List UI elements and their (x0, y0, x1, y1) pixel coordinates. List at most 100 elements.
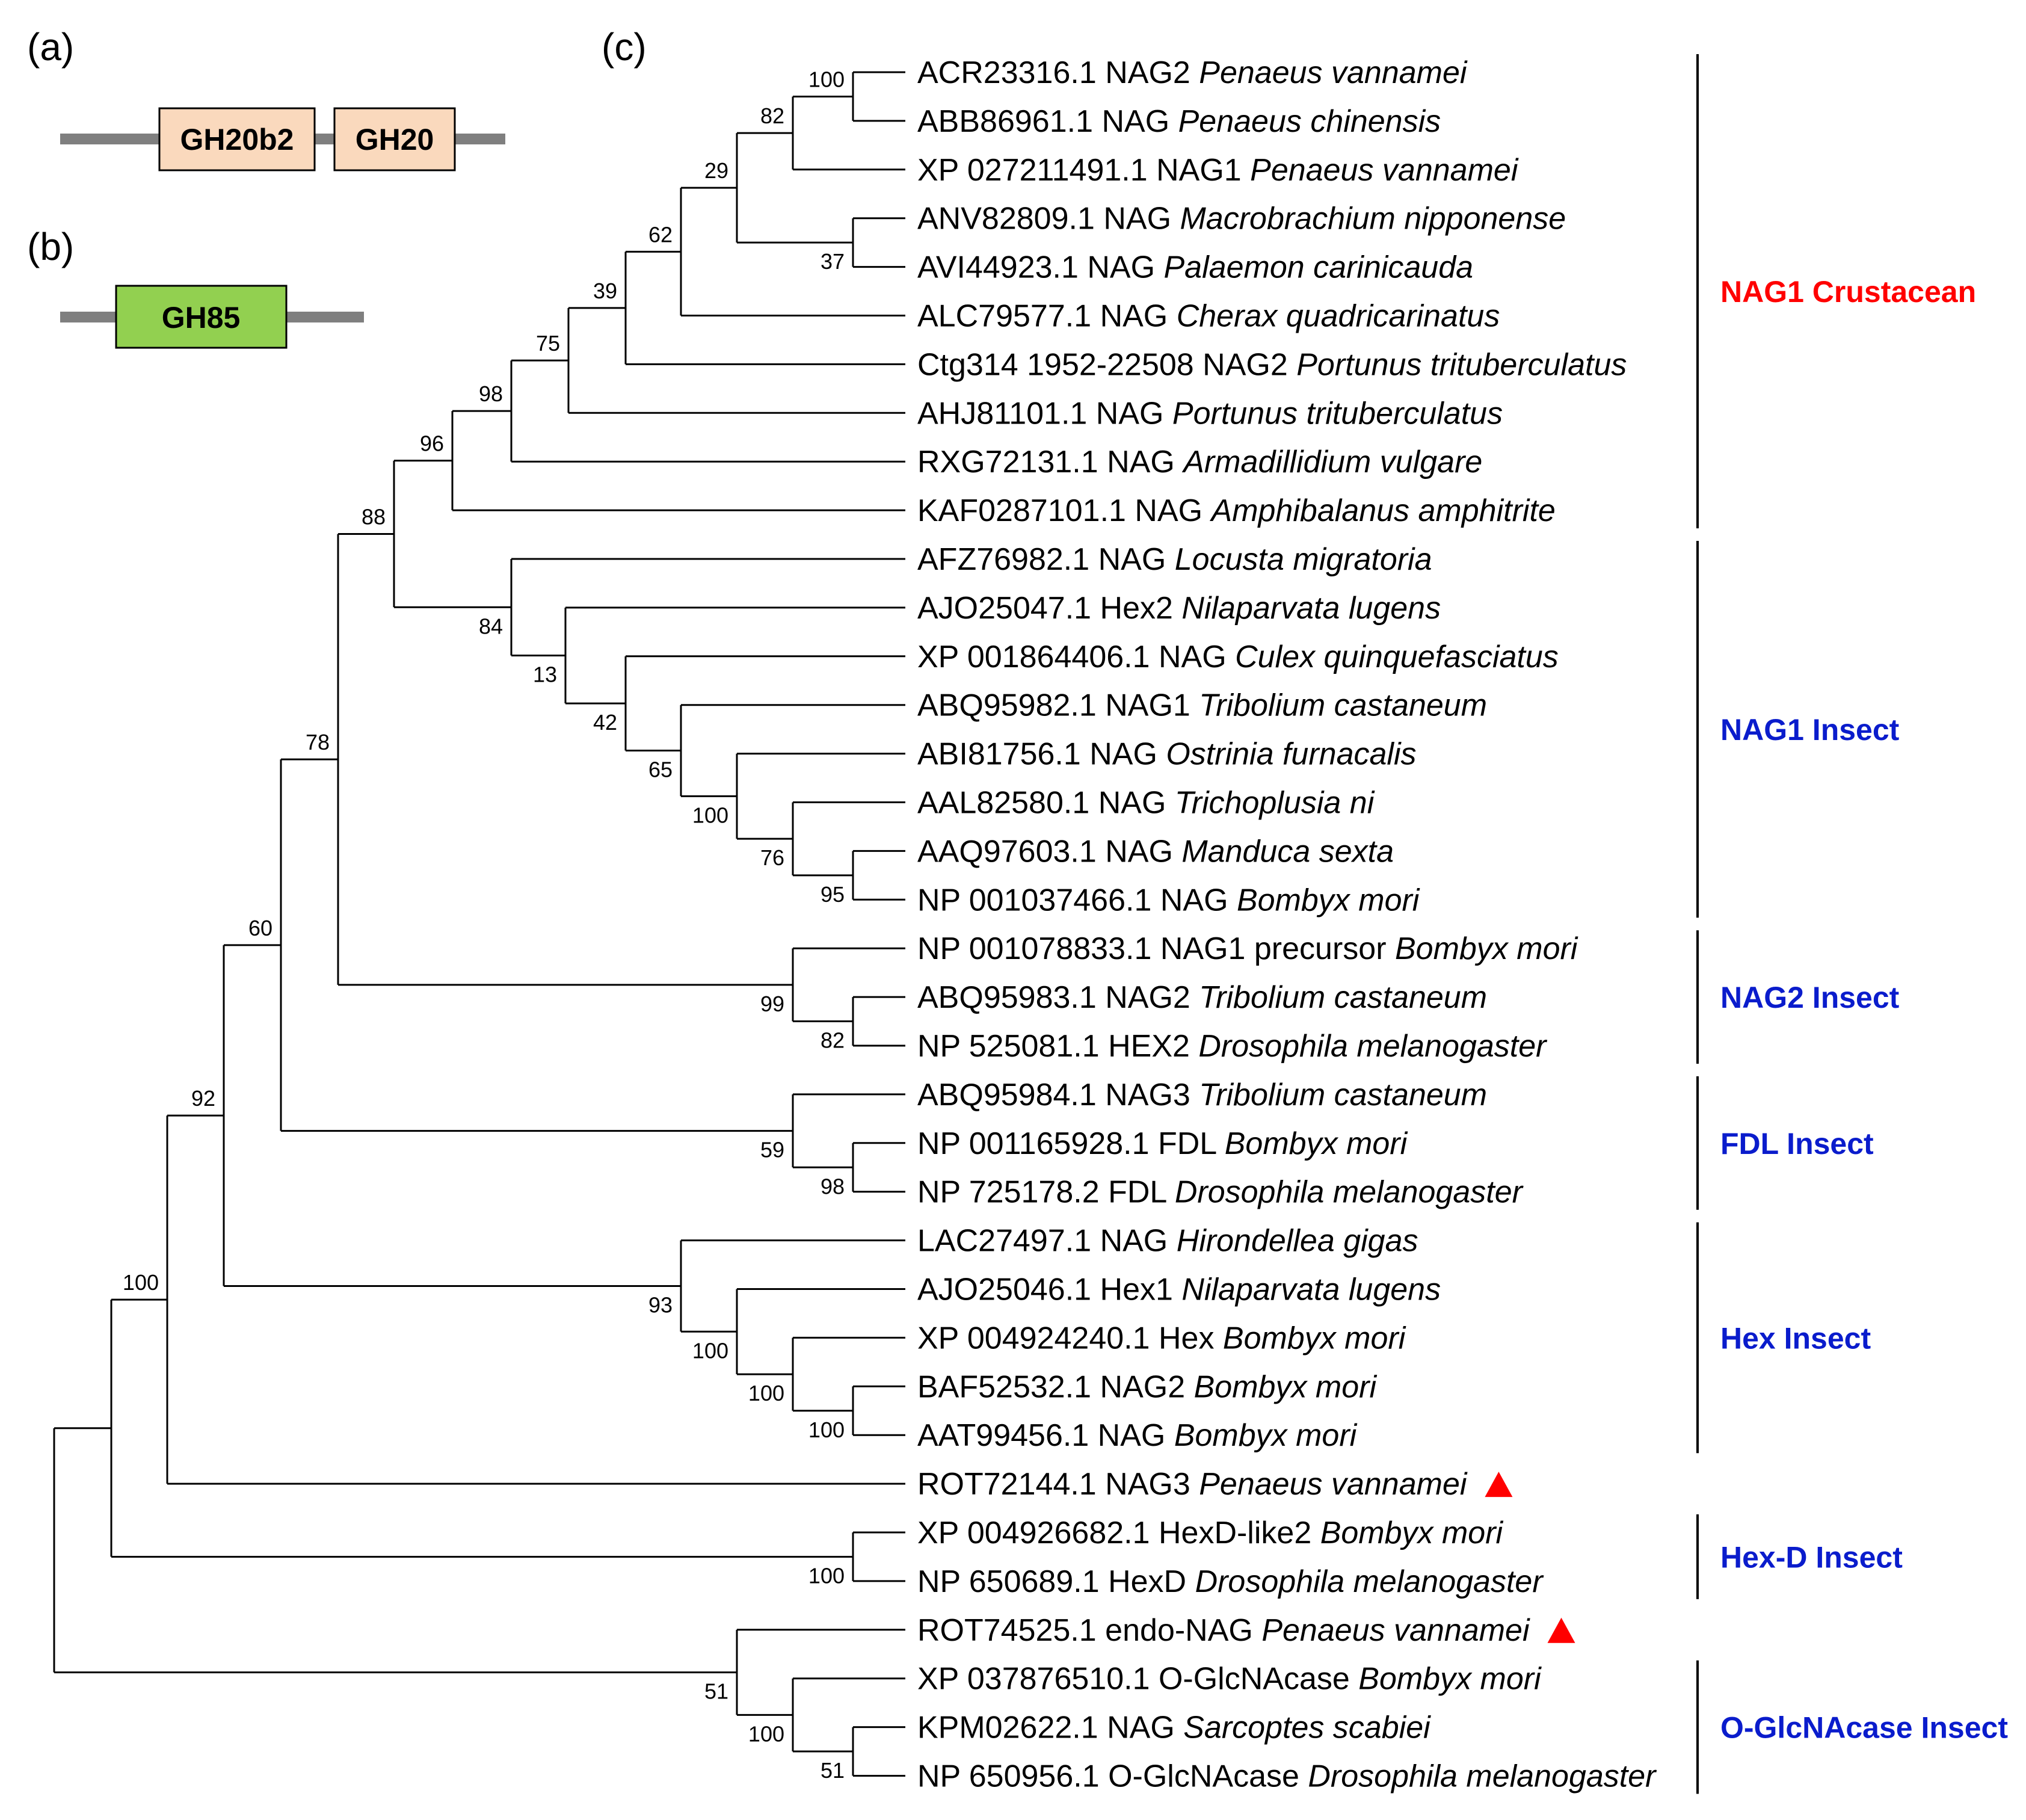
phylogenetic-tree (53, 71, 905, 1777)
tip-label: ABQ95983.1 NAG2 Tribolium castaneum (917, 980, 1487, 1015)
tip-label: XP 027211491.1 NAG1 Penaeus vannamei (917, 153, 1519, 188)
bootstrap-value: 96 (420, 431, 444, 456)
tip-species: Bombyx mori (1194, 1369, 1378, 1404)
tip-label: NP 650956.1 O-GlcNAcase Drosophila melan… (917, 1759, 1657, 1794)
panel-label-a: (a) (27, 25, 74, 69)
bootstrap-value: 93 (648, 1292, 673, 1317)
bootstrap-value: 100 (692, 1338, 728, 1363)
tip-species: Bombyx mori (1237, 883, 1420, 918)
tip-species: Nilaparvata lugens (1181, 591, 1441, 626)
bootstrap-value: 98 (479, 381, 503, 406)
clade-label: NAG1 Insect (1720, 713, 1900, 747)
clade-label: Hex Insect (1720, 1321, 1871, 1355)
tip-species: Bombyx mori (1225, 1126, 1408, 1161)
tip-label: AHJ81101.1 NAG Portunus trituberculatus (917, 396, 1503, 431)
tip-species: Trichoplusia ni (1175, 786, 1375, 821)
tip-label: AAQ97603.1 NAG Manduca sexta (917, 834, 1394, 869)
tip-label: ACR23316.1 NAG2 Penaeus vannamei (917, 55, 1468, 90)
tip-accession: Ctg314 1952-22508 NAG2 (917, 347, 1296, 382)
red-triangle-marker-icon (1547, 1617, 1575, 1643)
bootstrap-value: 92 (191, 1086, 215, 1111)
tip-label: AAL82580.1 NAG Trichoplusia ni (917, 786, 1375, 821)
tip-accession: KAF0287101.1 NAG (917, 493, 1212, 528)
tip-accession: AVI44923.1 NAG (917, 250, 1164, 285)
tip-label: Ctg314 1952-22508 NAG2 Portunus trituber… (917, 347, 1627, 382)
bootstrap-value: 29 (704, 158, 728, 183)
tip-label: NP 001165928.1 FDL Bombyx mori (917, 1126, 1408, 1161)
red-triangle-marker-icon (1485, 1472, 1513, 1498)
tip-accession: ABI81756.1 NAG (917, 737, 1166, 772)
tip-species: Bombyx mori (1358, 1662, 1542, 1697)
tip-label: NP 650689.1 HexD Drosophila melanogaster (917, 1564, 1544, 1599)
bootstrap-value: 82 (760, 103, 784, 128)
tip-label: ABI81756.1 NAG Ostrinia furnacalis (917, 737, 1417, 772)
tip-accession: XP 001864406.1 NAG (917, 640, 1235, 674)
tip-accession: NP 001037466.1 NAG (917, 883, 1237, 918)
tip-accession: XP 004924240.1 Hex (917, 1321, 1223, 1356)
bootstrap-value: 37 (821, 249, 845, 274)
bootstrap-value: 65 (648, 757, 673, 782)
bootstrap-value: 75 (536, 331, 560, 356)
tip-label: ABB86961.1 NAG Penaeus chinensis (917, 104, 1441, 139)
bootstrap-value: 51 (704, 1679, 728, 1704)
tip-label: KPM02622.1 NAG Sarcoptes scabiei (917, 1710, 1431, 1745)
tip-label: NP 001037466.1 NAG Bombyx mori (917, 883, 1420, 918)
domain-architecture-a: GH20b2 GH20 (60, 107, 505, 171)
tip-label: AFZ76982.1 NAG Locusta migratoria (917, 542, 1432, 577)
gh20-domain-label: GH20 (356, 123, 434, 156)
gh85-domain-label: GH85 (162, 301, 241, 335)
tip-accession: AJO25047.1 Hex2 (917, 591, 1181, 626)
tip-accession: XP 027211491.1 NAG1 (917, 153, 1250, 188)
tip-species: Culex quinquefasciatus (1235, 640, 1559, 674)
tip-species: Bombyx mori (1223, 1321, 1406, 1356)
bootstrap-value: 60 (248, 916, 272, 940)
bootstrap-value: 100 (748, 1381, 784, 1405)
bootstrap-value: 88 (362, 504, 386, 529)
tip-label: NP 001078833.1 NAG1 precursor Bombyx mor… (917, 931, 1578, 966)
bootstrap-value: 100 (123, 1270, 159, 1295)
tip-species: Bombyx mori (1320, 1516, 1504, 1550)
clade-label: FDL Insect (1720, 1127, 1874, 1161)
panel-label-b: (b) (27, 225, 74, 268)
bootstrap-value: 100 (692, 803, 728, 827)
gh20b2-domain (158, 107, 316, 171)
tip-accession: ABQ95983.1 NAG2 (917, 980, 1199, 1015)
tip-species: Penaeus vannamei (1199, 1467, 1468, 1502)
tip-label: XP 001864406.1 NAG Culex quinquefasciatu… (917, 640, 1559, 674)
tip-label: ABQ95982.1 NAG1 Tribolium castaneum (917, 688, 1487, 723)
tip-species: Tribolium castaneum (1199, 1078, 1487, 1112)
tip-accession: KPM02622.1 NAG (917, 1710, 1183, 1745)
tip-accession: LAC27497.1 NAG (917, 1224, 1177, 1259)
tip-accession: NP 650689.1 HexD (917, 1564, 1195, 1599)
bootstrap-value: 62 (648, 222, 673, 247)
tip-species: Drosophila melanogaster (1198, 1029, 1548, 1064)
tip-label: AAT99456.1 NAG Bombyx mori (917, 1418, 1358, 1453)
tip-species: Ostrinia furnacalis (1166, 737, 1416, 772)
tip-species: Penaeus vannamei (1261, 1613, 1530, 1648)
tip-accession: ABQ95982.1 NAG1 (917, 688, 1199, 723)
tip-accession: RXG72131.1 NAG (917, 445, 1183, 480)
tip-accession: ROT74525.1 endo-NAG (917, 1613, 1261, 1648)
clade-label: NAG2 Insect (1720, 981, 1900, 1014)
tip-label: XP 037876510.1 O-GlcNAcase Bombyx mori (917, 1662, 1542, 1697)
tip-species: Bombyx mori (1395, 931, 1578, 966)
tip-species: Locusta migratoria (1175, 542, 1432, 577)
tip-species: Armadillidium vulgare (1181, 445, 1482, 480)
tip-label: ABQ95984.1 NAG3 Tribolium castaneum (917, 1078, 1487, 1112)
tip-accession: ABQ95984.1 NAG3 (917, 1078, 1199, 1112)
tip-accession: AFZ76982.1 NAG (917, 542, 1175, 577)
tip-label: AVI44923.1 NAG Palaemon carinicauda (917, 250, 1473, 285)
tip-label: NP 525081.1 HEX2 Drosophila melanogaster (917, 1029, 1548, 1064)
gh20b2-domain-label: GH20b2 (180, 123, 294, 156)
bootstrap-value: 82 (821, 1028, 845, 1053)
tip-accession: AHJ81101.1 NAG (917, 396, 1172, 431)
tip-label: RXG72131.1 NAG Armadillidium vulgare (917, 445, 1482, 480)
tip-species: Tribolium castaneum (1199, 688, 1487, 723)
tip-accession: ALC79577.1 NAG (917, 299, 1177, 334)
tip-label: ROT74525.1 endo-NAG Penaeus vannamei (917, 1613, 1530, 1648)
panel-label-c: (c) (602, 25, 647, 69)
tip-label: NP 725178.2 FDL Drosophila melanogaster (917, 1175, 1524, 1210)
